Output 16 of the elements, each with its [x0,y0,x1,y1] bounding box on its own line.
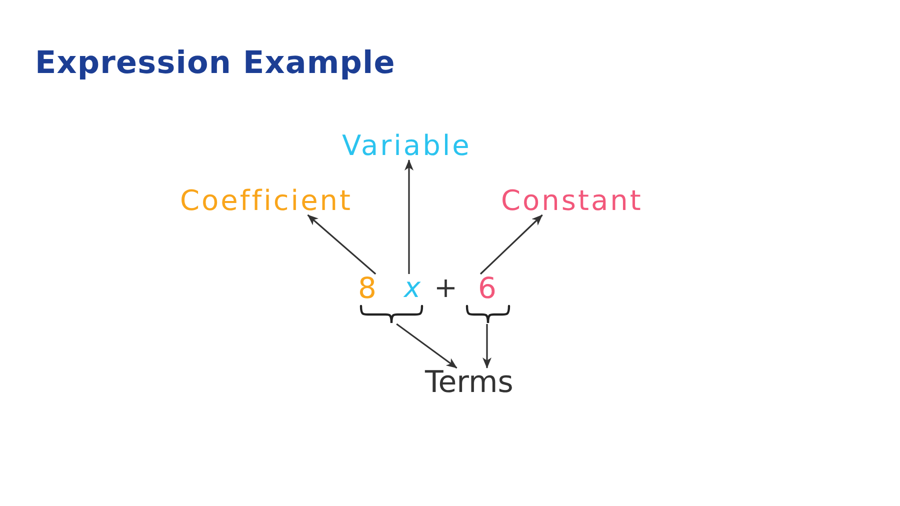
curly-brace [466,305,510,324]
number: 8 [358,274,376,303]
arrow [482,324,492,368]
annotation-label: Terms [425,368,514,398]
title: Expression Example [35,48,396,79]
annotation-label: Coefficient [180,187,353,215]
annotation-label: Constant [501,187,643,215]
arrow [307,214,376,275]
variable-symbol: x [404,274,421,302]
arrow [396,323,458,369]
plus-sign: + [434,274,458,302]
curly-brace [360,305,423,324]
arrow [480,214,543,275]
annotation-label: Variable [342,132,472,160]
arrow [404,160,414,274]
number: 6 [478,274,496,303]
